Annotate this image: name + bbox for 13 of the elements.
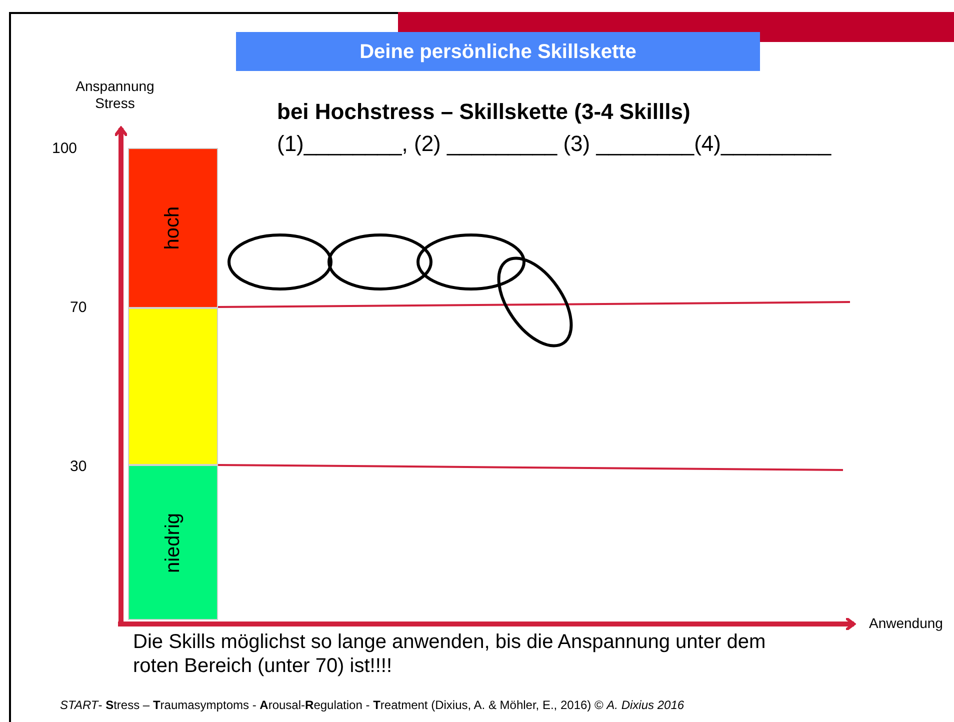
fill-in-line: (1)________, (2) _________ (3) ________(4)_________ <box>277 130 832 158</box>
level-band: hoch <box>128 148 218 308</box>
level-band: niedrig <box>128 465 218 620</box>
footer-citation: START- Stress – Traumasymptoms - Arousal-Regulation - Treatment (Dixius, A. & Möhler, E., 2016) © A. Dixius 2016 <box>60 697 684 714</box>
band-box <box>128 308 218 465</box>
axis-label: Anwendung <box>869 614 943 633</box>
tick-label: 30 <box>70 457 87 477</box>
note-text: Die Skills möglichst so lange anwenden, bis die Anspannung unter dem roten Bereich (unter 70) ist!!!! <box>133 630 767 678</box>
title-banner: Deine persönliche Skillskette <box>236 32 760 71</box>
subheading: bei Hochstress – Skillskette (3-4 Skillls) <box>277 98 690 126</box>
tick-label: 100 <box>52 139 78 159</box>
tick-label: 70 <box>70 298 87 318</box>
axis-label: Anspannung Stress <box>74 78 156 112</box>
